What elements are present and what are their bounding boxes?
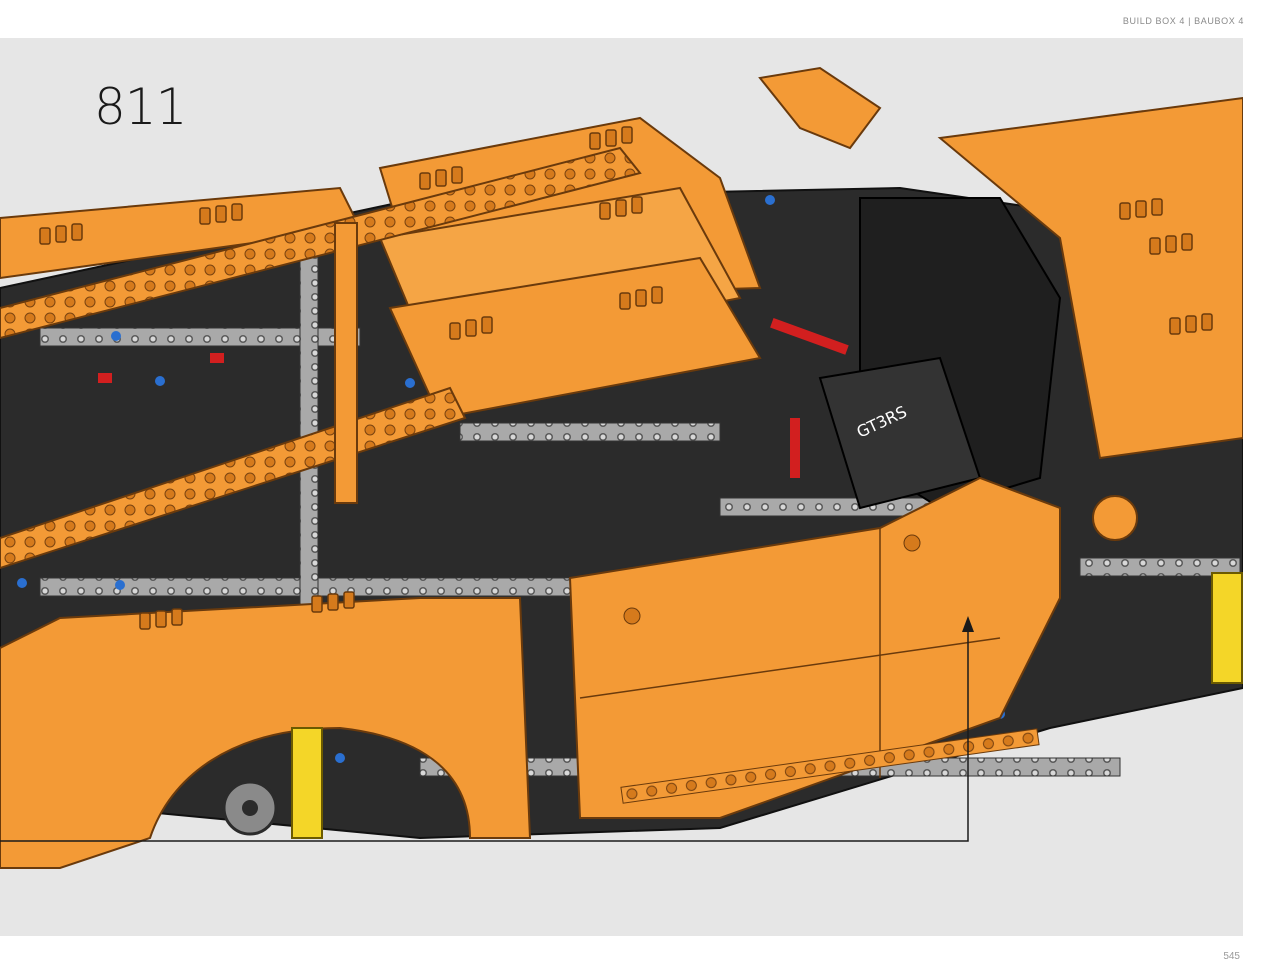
left-vent-slots [39,203,243,245]
assembly-arrow-line [0,628,969,842]
gray-beam-3 [459,422,721,442]
assembly-arrow-head [962,616,974,632]
instruction-panel: 811 GT3RS [0,38,1243,936]
rear-vent-slots [1119,198,1213,335]
yellow-shock-rear [1211,572,1243,684]
red-axle-1 [770,318,849,355]
rear-wing-arm [758,66,882,150]
gray-beam-8 [1079,557,1241,577]
car-assembly-illustration: GT3RS [0,66,1243,869]
gray-beam-1 [39,327,361,347]
step-number: 811 [94,78,187,136]
door-pin-2 [903,534,921,552]
red-axle-2 [790,418,800,478]
wheel-hub-center [242,800,258,816]
door-pin-1 [623,607,641,625]
door-bottom-beam [620,728,1040,804]
roof-panel-low [388,256,762,420]
roof-vent-slots [419,126,663,340]
red-connector-2 [210,353,224,363]
fender-vent-slots [139,591,355,630]
page-number: 545 [1223,951,1240,962]
rear-knob [1092,495,1138,541]
front-fender [0,597,532,869]
yellow-shock-front [291,727,323,839]
door-panel [568,476,1061,819]
red-connector-1 [98,373,112,383]
door-panel-crease [579,637,1001,699]
header-build-box: BUILD BOX 4 | BAUBOX 4 [1122,16,1244,26]
upper-diagonal-strut [0,146,642,340]
rear-right-panel [937,96,1243,460]
vertical-strut [334,222,358,504]
